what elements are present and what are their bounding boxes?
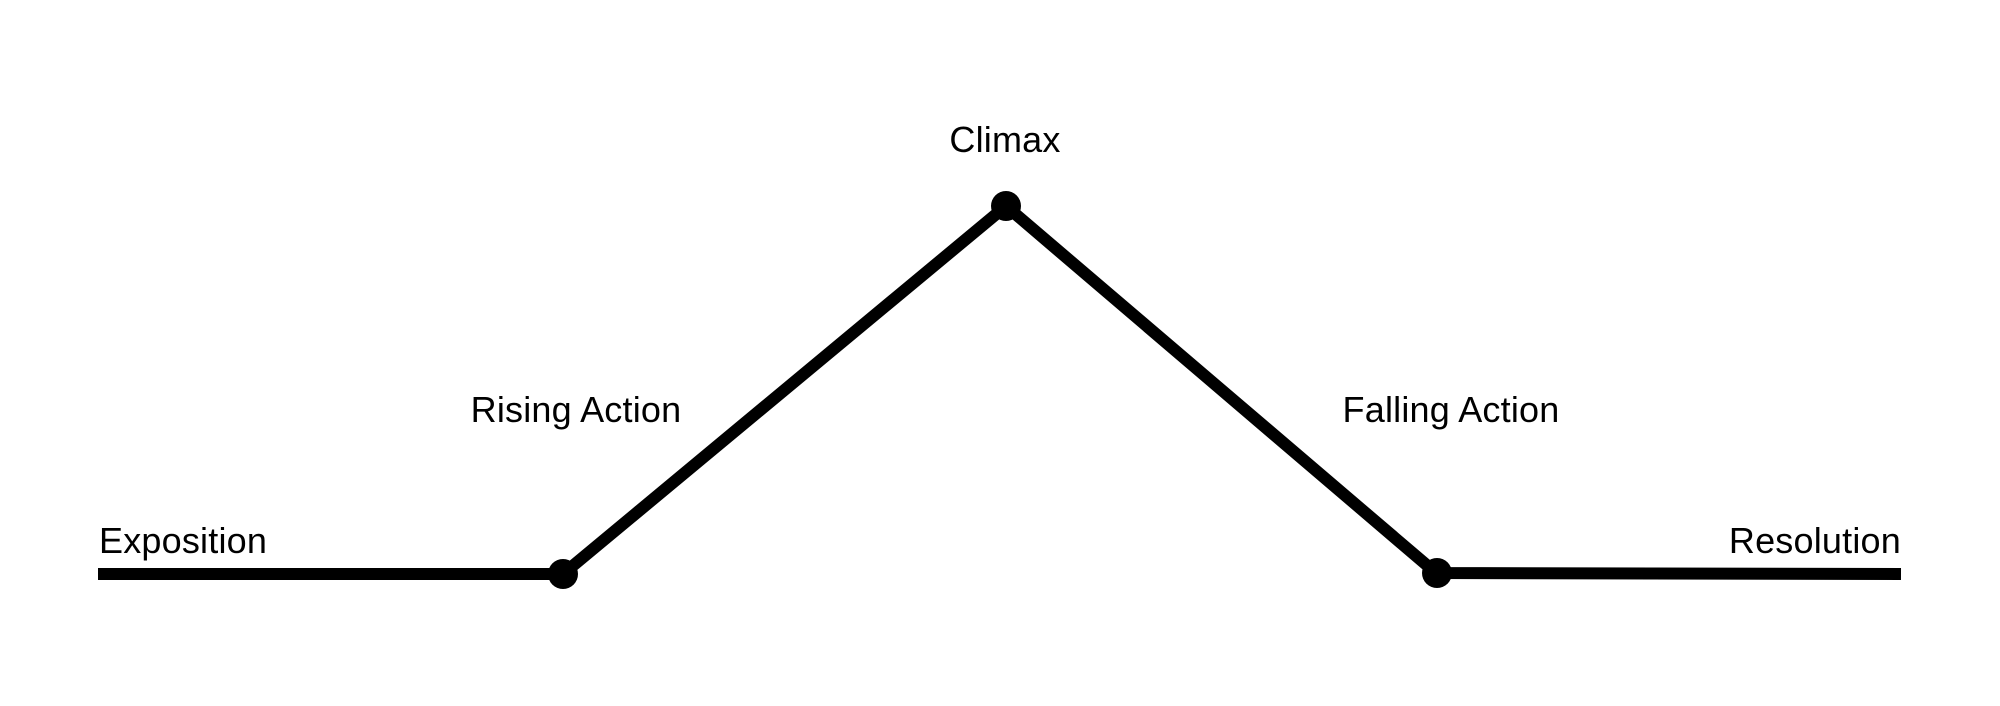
plot-line [98, 198, 1902, 580]
exposition-label: Exposition [99, 520, 268, 561]
climax-label: Climax [949, 119, 1061, 160]
falling-action-end-point [1422, 558, 1452, 588]
rising-action-label: Rising Action [470, 389, 682, 430]
climax-point [991, 191, 1021, 221]
resolution-label: Resolution [1728, 520, 1901, 561]
rising-action-start-point [548, 559, 578, 589]
falling-action-label: Falling Action [1342, 389, 1560, 430]
